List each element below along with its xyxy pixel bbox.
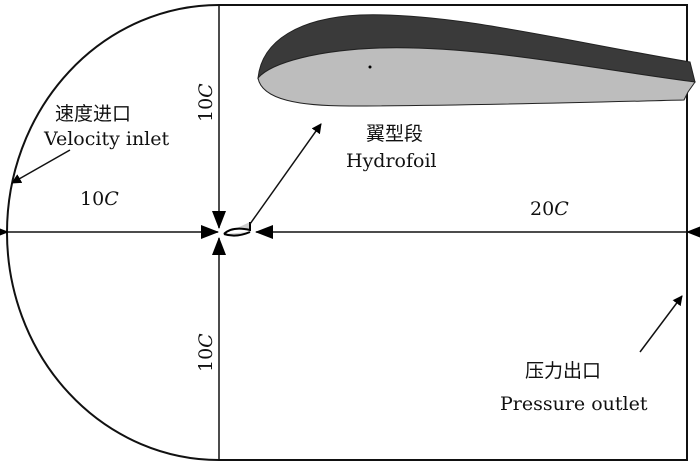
downstream-dimension-label: 20C [530,198,569,220]
hydrofoil-zoom [257,14,696,107]
hydrofoil-label-en: Hydrofoil [346,150,437,172]
outlet-label-en: Pressure outlet [500,393,648,415]
upstream-dimension-label: 10C [80,188,119,210]
inlet-label-cn: 速度进口 [55,103,131,125]
bottom-dimension-label: 10C [195,333,217,372]
hydrofoil-pointer-arrow [249,123,322,225]
outlet-pointer-arrow [639,295,683,353]
inlet-pointer-arrow [11,149,71,184]
inlet-label-en: Velocity inlet [43,128,169,150]
hydrofoil-label-cn: 翼型段 [366,123,423,145]
top-dimension-label: 10C [195,83,217,122]
small-hydrofoil [223,222,251,237]
domain-boundary [6,4,688,461]
outlet-label-cn: 压力出口 [525,360,601,382]
